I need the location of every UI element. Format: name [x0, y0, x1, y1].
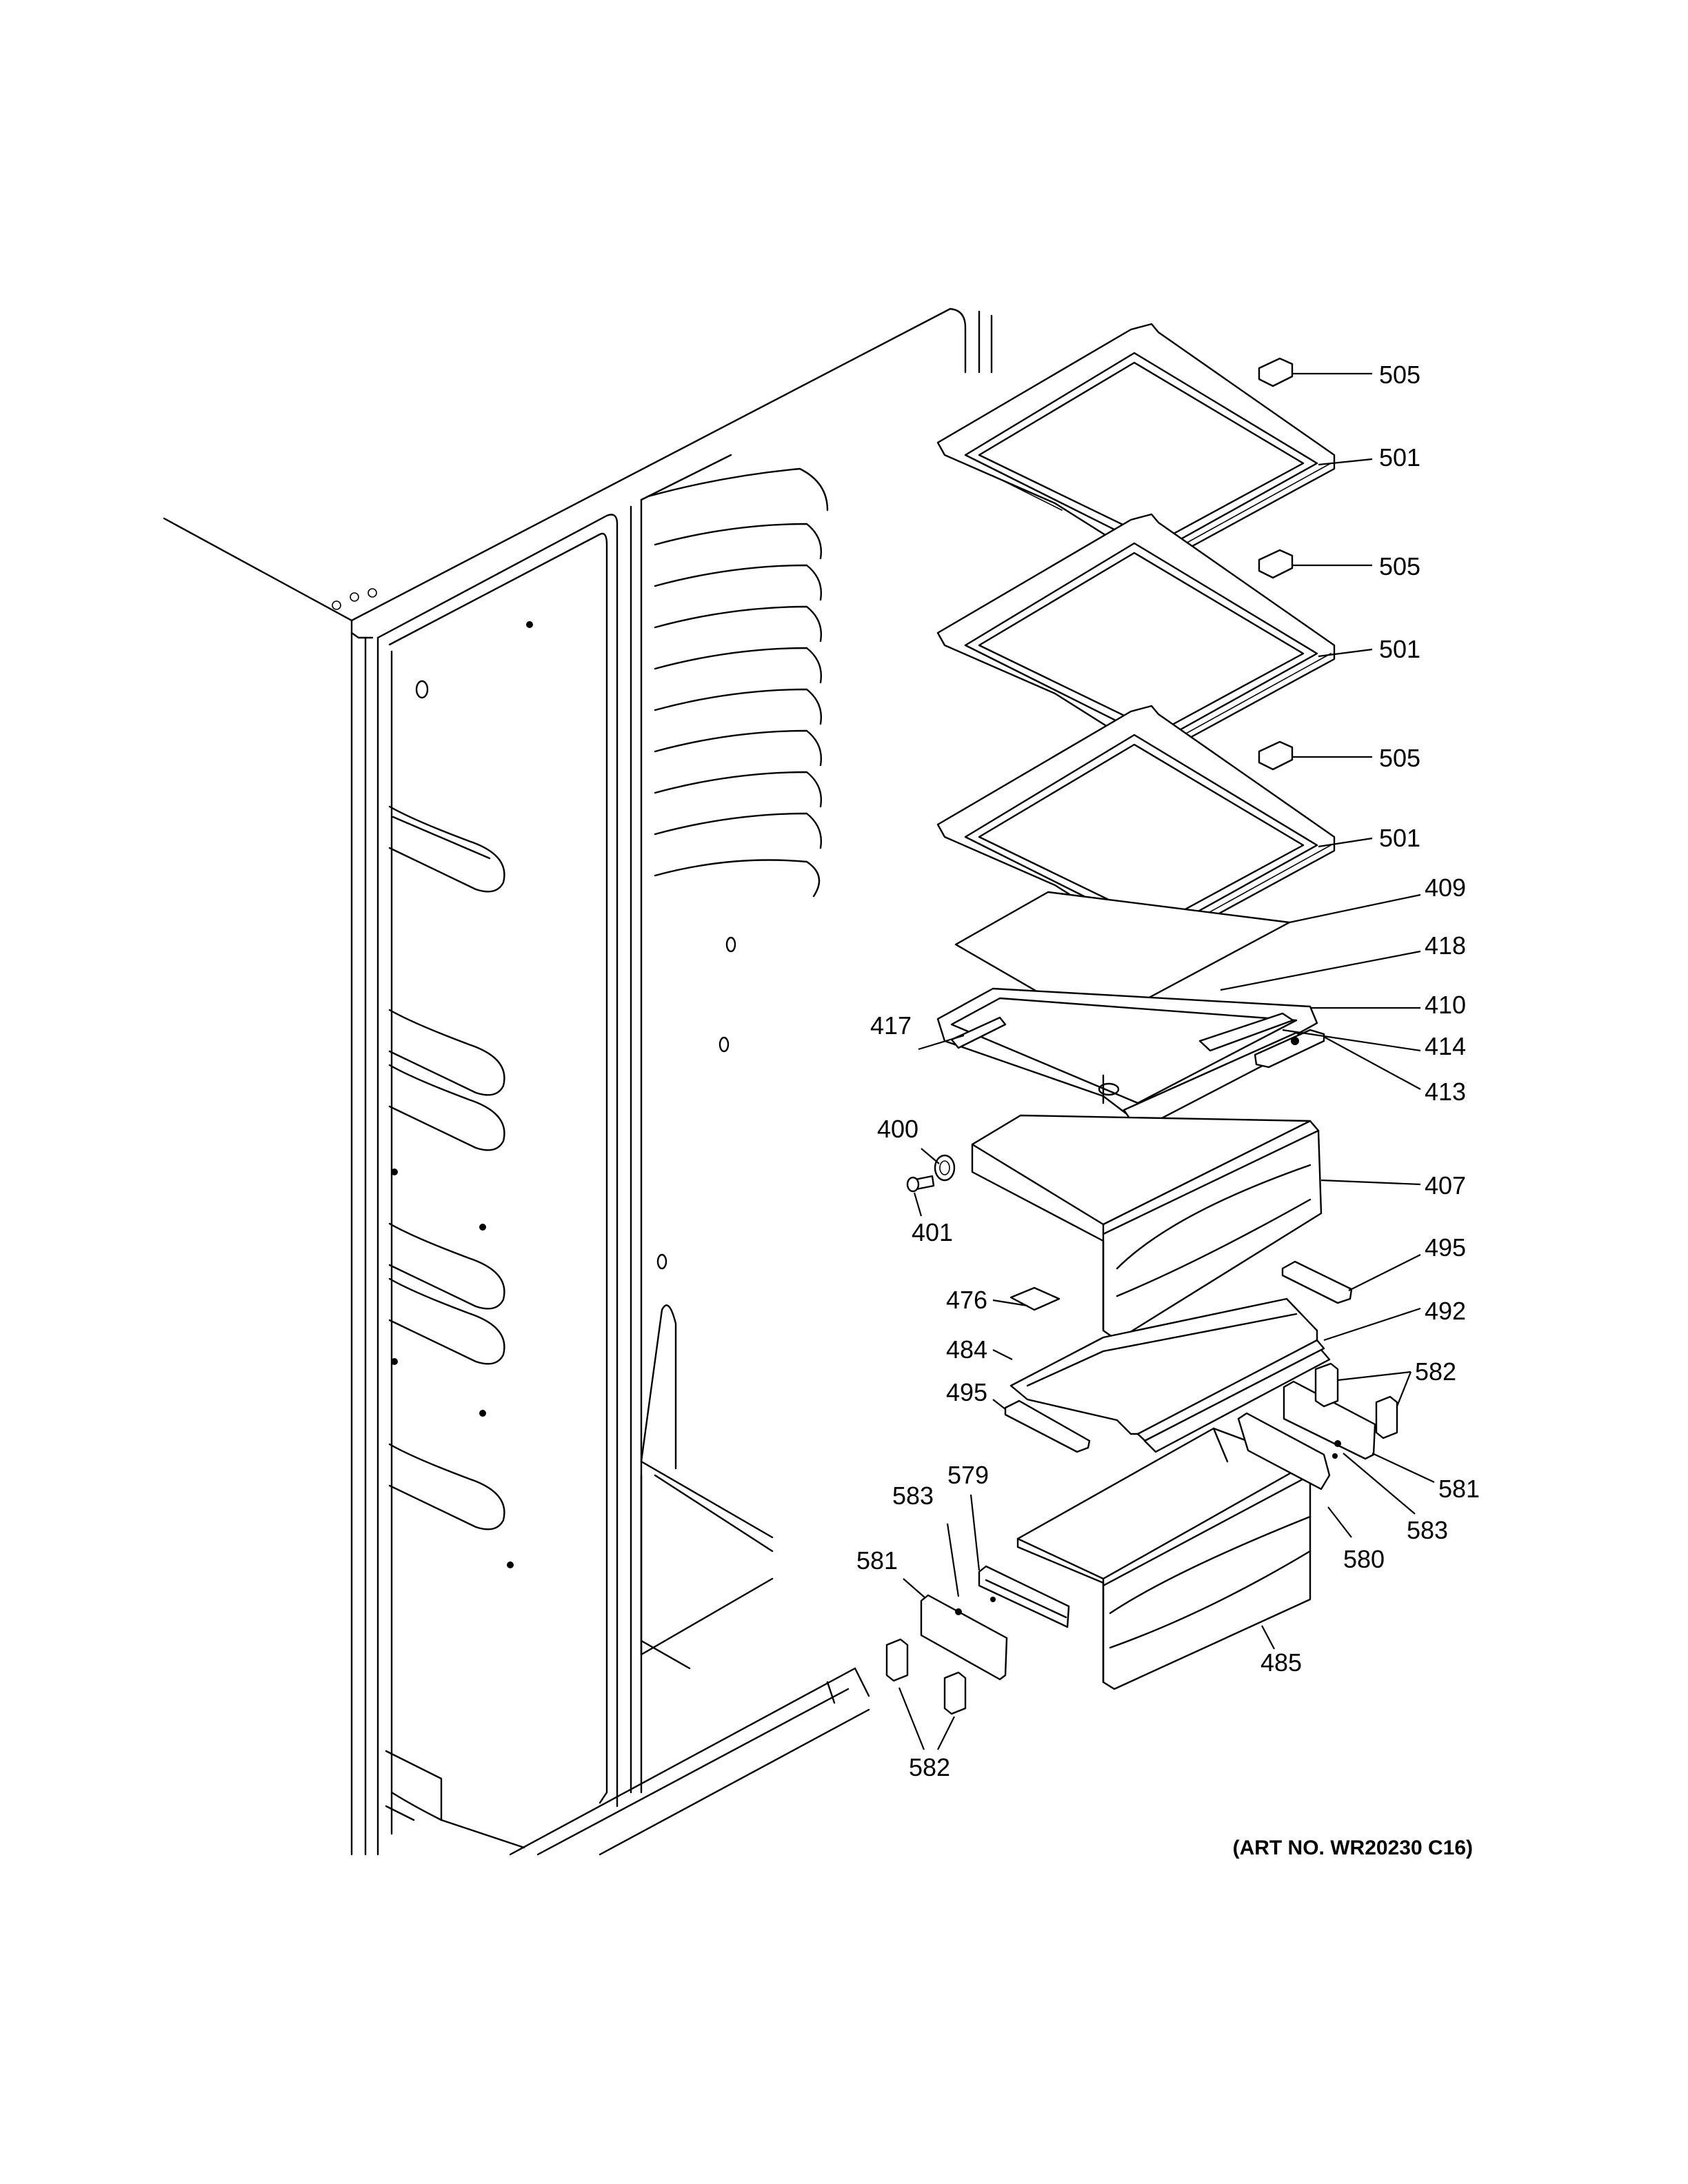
callout-label: 407 — [1425, 1171, 1466, 1200]
callout-label: 413 — [1425, 1078, 1466, 1106]
callout-leader-lines — [898, 372, 1435, 1750]
callout-label: 505 — [1379, 744, 1420, 772]
freezer-wall-ledges — [388, 621, 533, 1568]
callout-label: 582 — [909, 1753, 950, 1781]
callout-label: 417 — [870, 1011, 912, 1040]
crisper-rod-left — [950, 1016, 1007, 1049]
callout-labels: 505 501 505 501 505 501 409 418 410 414 … — [856, 361, 1480, 1859]
callout-label: 495 — [946, 1378, 987, 1406]
crisper-drawer-upper — [971, 1114, 1323, 1342]
callout-label: 495 — [1425, 1233, 1466, 1262]
callout-label: 476 — [946, 1286, 987, 1314]
lower-crisper-cover — [1009, 1297, 1331, 1453]
callout-label: 583 — [892, 1482, 934, 1510]
callout-label: 501 — [1379, 635, 1420, 663]
glass-shelf-top — [936, 323, 1336, 568]
callout-label: 501 — [1379, 824, 1420, 852]
callout-label: 505 — [1379, 361, 1420, 389]
callout-label: 580 — [1343, 1545, 1385, 1573]
shelf-support-clips — [1258, 357, 1294, 771]
cover-handle-bar — [1254, 1029, 1325, 1069]
callout-label: 492 — [1425, 1297, 1466, 1325]
slide-end-clips — [885, 1362, 1398, 1715]
callout-label: 582 — [1415, 1357, 1456, 1386]
drawer-slide-left — [978, 1565, 1070, 1628]
callout-label: 485 — [1260, 1648, 1302, 1677]
callout-label: 410 — [1425, 991, 1466, 1019]
cover-handle-strip — [1198, 1012, 1294, 1052]
adjuster-screw — [906, 1175, 935, 1193]
callout-label: 583 — [1407, 1516, 1448, 1544]
drawer-rail-left-lower — [1004, 1399, 1091, 1453]
callout-label: 414 — [1425, 1032, 1466, 1060]
callout-label: 418 — [1425, 931, 1466, 960]
callout-label: 505 — [1379, 552, 1420, 580]
drawer-rail-left-upper — [1009, 1286, 1061, 1311]
fresh-food-shelf-rails — [647, 467, 829, 1270]
callout-label: 400 — [877, 1115, 918, 1143]
callout-label: 581 — [856, 1546, 898, 1575]
callout-label: 409 — [1425, 873, 1466, 902]
callout-label: 484 — [946, 1335, 987, 1364]
drawer-rail-right — [1281, 1260, 1353, 1304]
callout-label: 401 — [912, 1218, 953, 1246]
callout-label: 501 — [1379, 443, 1420, 472]
slide-bracket-left — [920, 1594, 1008, 1681]
refrigerator-cabinet — [163, 307, 993, 1856]
glass-shelf-middle — [936, 513, 1336, 758]
drawer-slide-right — [1237, 1412, 1331, 1490]
callout-label: 579 — [947, 1461, 989, 1489]
art-number: (ART NO. WR20230 C16) — [1233, 1837, 1473, 1859]
adjuster-knob — [934, 1154, 956, 1182]
callout-label: 581 — [1438, 1475, 1480, 1503]
